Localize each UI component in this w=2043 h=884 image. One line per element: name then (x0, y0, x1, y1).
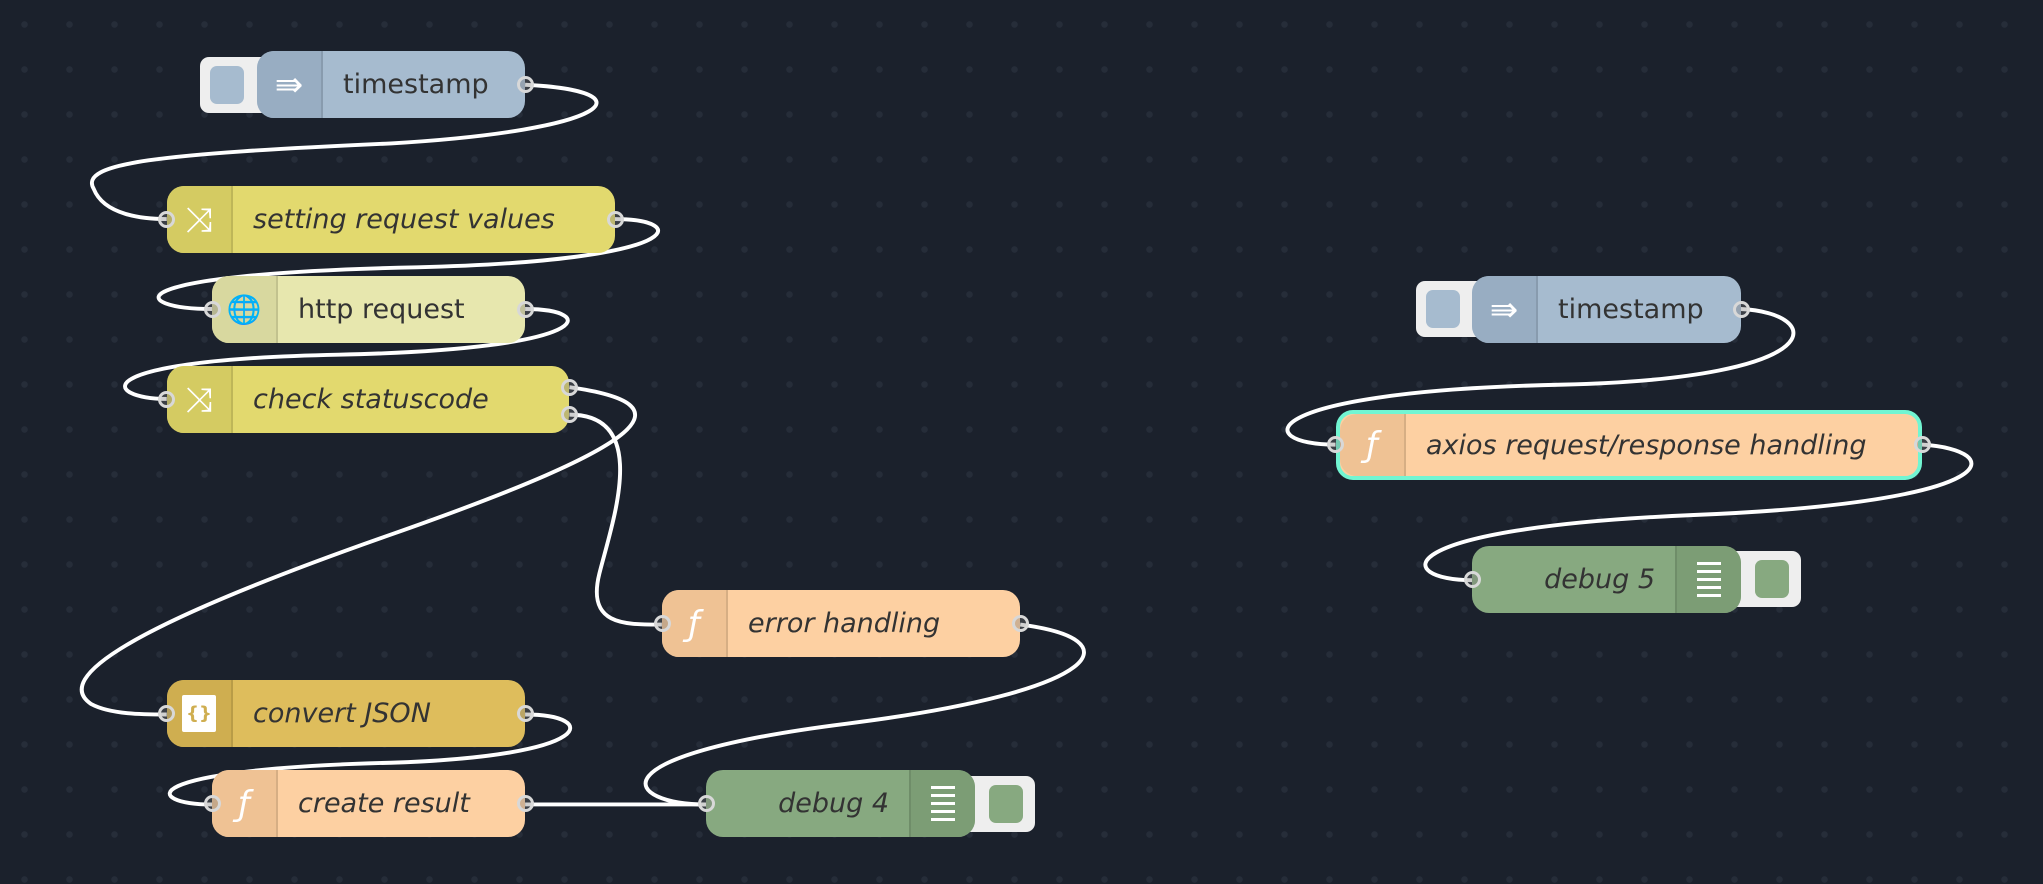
function-icon: ƒ (1340, 414, 1406, 476)
node-label: timestamp (1558, 294, 1704, 325)
input-port[interactable] (204, 795, 221, 812)
node-label: create result (298, 788, 470, 819)
wire[interactable] (79, 385, 637, 717)
input-port[interactable] (654, 615, 671, 632)
input-port[interactable] (158, 211, 175, 228)
node-http-request[interactable]: 🌐 http request (212, 276, 525, 343)
arrow-in-icon: ⇛ (257, 51, 323, 118)
node-label: http request (298, 294, 465, 325)
input-port[interactable] (1327, 436, 1344, 453)
output-port[interactable] (517, 301, 534, 318)
wire[interactable] (167, 712, 573, 807)
function-icon: ƒ (662, 590, 728, 657)
node-debug-4[interactable]: debug 4 (706, 770, 975, 837)
node-label: axios request/response handling (1426, 429, 1867, 461)
json-file-icon: {} (182, 695, 216, 732)
node-axios-request-response-handling[interactable]: ƒ axios request/response handling (1336, 410, 1922, 480)
node-timestamp-2[interactable]: ⇛ timestamp (1472, 276, 1741, 343)
wire[interactable] (156, 217, 661, 311)
arrow-in-icon: ⇛ (1472, 276, 1538, 343)
output-port[interactable] (607, 211, 624, 228)
output-port[interactable] (517, 795, 534, 812)
node-check-statuscode[interactable]: ⤨ check statuscode (167, 366, 569, 433)
debug-list-icon (1675, 546, 1741, 613)
wire[interactable] (643, 622, 1086, 807)
input-port[interactable] (158, 705, 175, 722)
function-icon: ƒ (212, 770, 278, 837)
output-port[interactable] (517, 76, 534, 93)
debug-list-icon (909, 770, 975, 837)
input-port[interactable] (1464, 571, 1481, 588)
output-port[interactable] (561, 379, 578, 396)
output-port[interactable] (1012, 615, 1029, 632)
node-label: convert JSON (253, 698, 431, 729)
switch-icon: ⤨ (167, 186, 233, 253)
wire[interactable] (569, 412, 662, 627)
node-setting-request-values[interactable]: ⤨ setting request values (167, 186, 615, 253)
node-label: check statuscode (253, 384, 489, 415)
node-label: error handling (748, 608, 941, 639)
wire[interactable] (1285, 307, 1796, 447)
input-port[interactable] (698, 795, 715, 812)
node-timestamp[interactable]: ⇛ timestamp (257, 51, 525, 118)
node-create-result[interactable]: ƒ create result (212, 770, 525, 837)
node-debug-5[interactable]: debug 5 (1472, 546, 1741, 613)
node-label: debug 4 (778, 788, 889, 819)
globe-icon: 🌐 (212, 276, 278, 343)
output-port[interactable] (517, 705, 534, 722)
input-port[interactable] (204, 301, 221, 318)
wire[interactable] (123, 307, 570, 401)
wire[interactable] (1423, 442, 1974, 583)
node-convert-json[interactable]: {} convert JSON (167, 680, 525, 747)
node-label: debug 5 (1544, 564, 1655, 595)
output-port[interactable] (1914, 436, 1931, 453)
wire[interactable] (90, 82, 599, 221)
input-port[interactable] (158, 391, 175, 408)
node-label: setting request values (253, 204, 555, 235)
switch-icon: ⤨ (167, 366, 233, 433)
json-icon: {} (167, 680, 233, 747)
output-port[interactable] (561, 406, 578, 423)
node-error-handling[interactable]: ƒ error handling (662, 590, 1020, 657)
output-port[interactable] (1733, 301, 1750, 318)
node-label: timestamp (343, 69, 489, 100)
